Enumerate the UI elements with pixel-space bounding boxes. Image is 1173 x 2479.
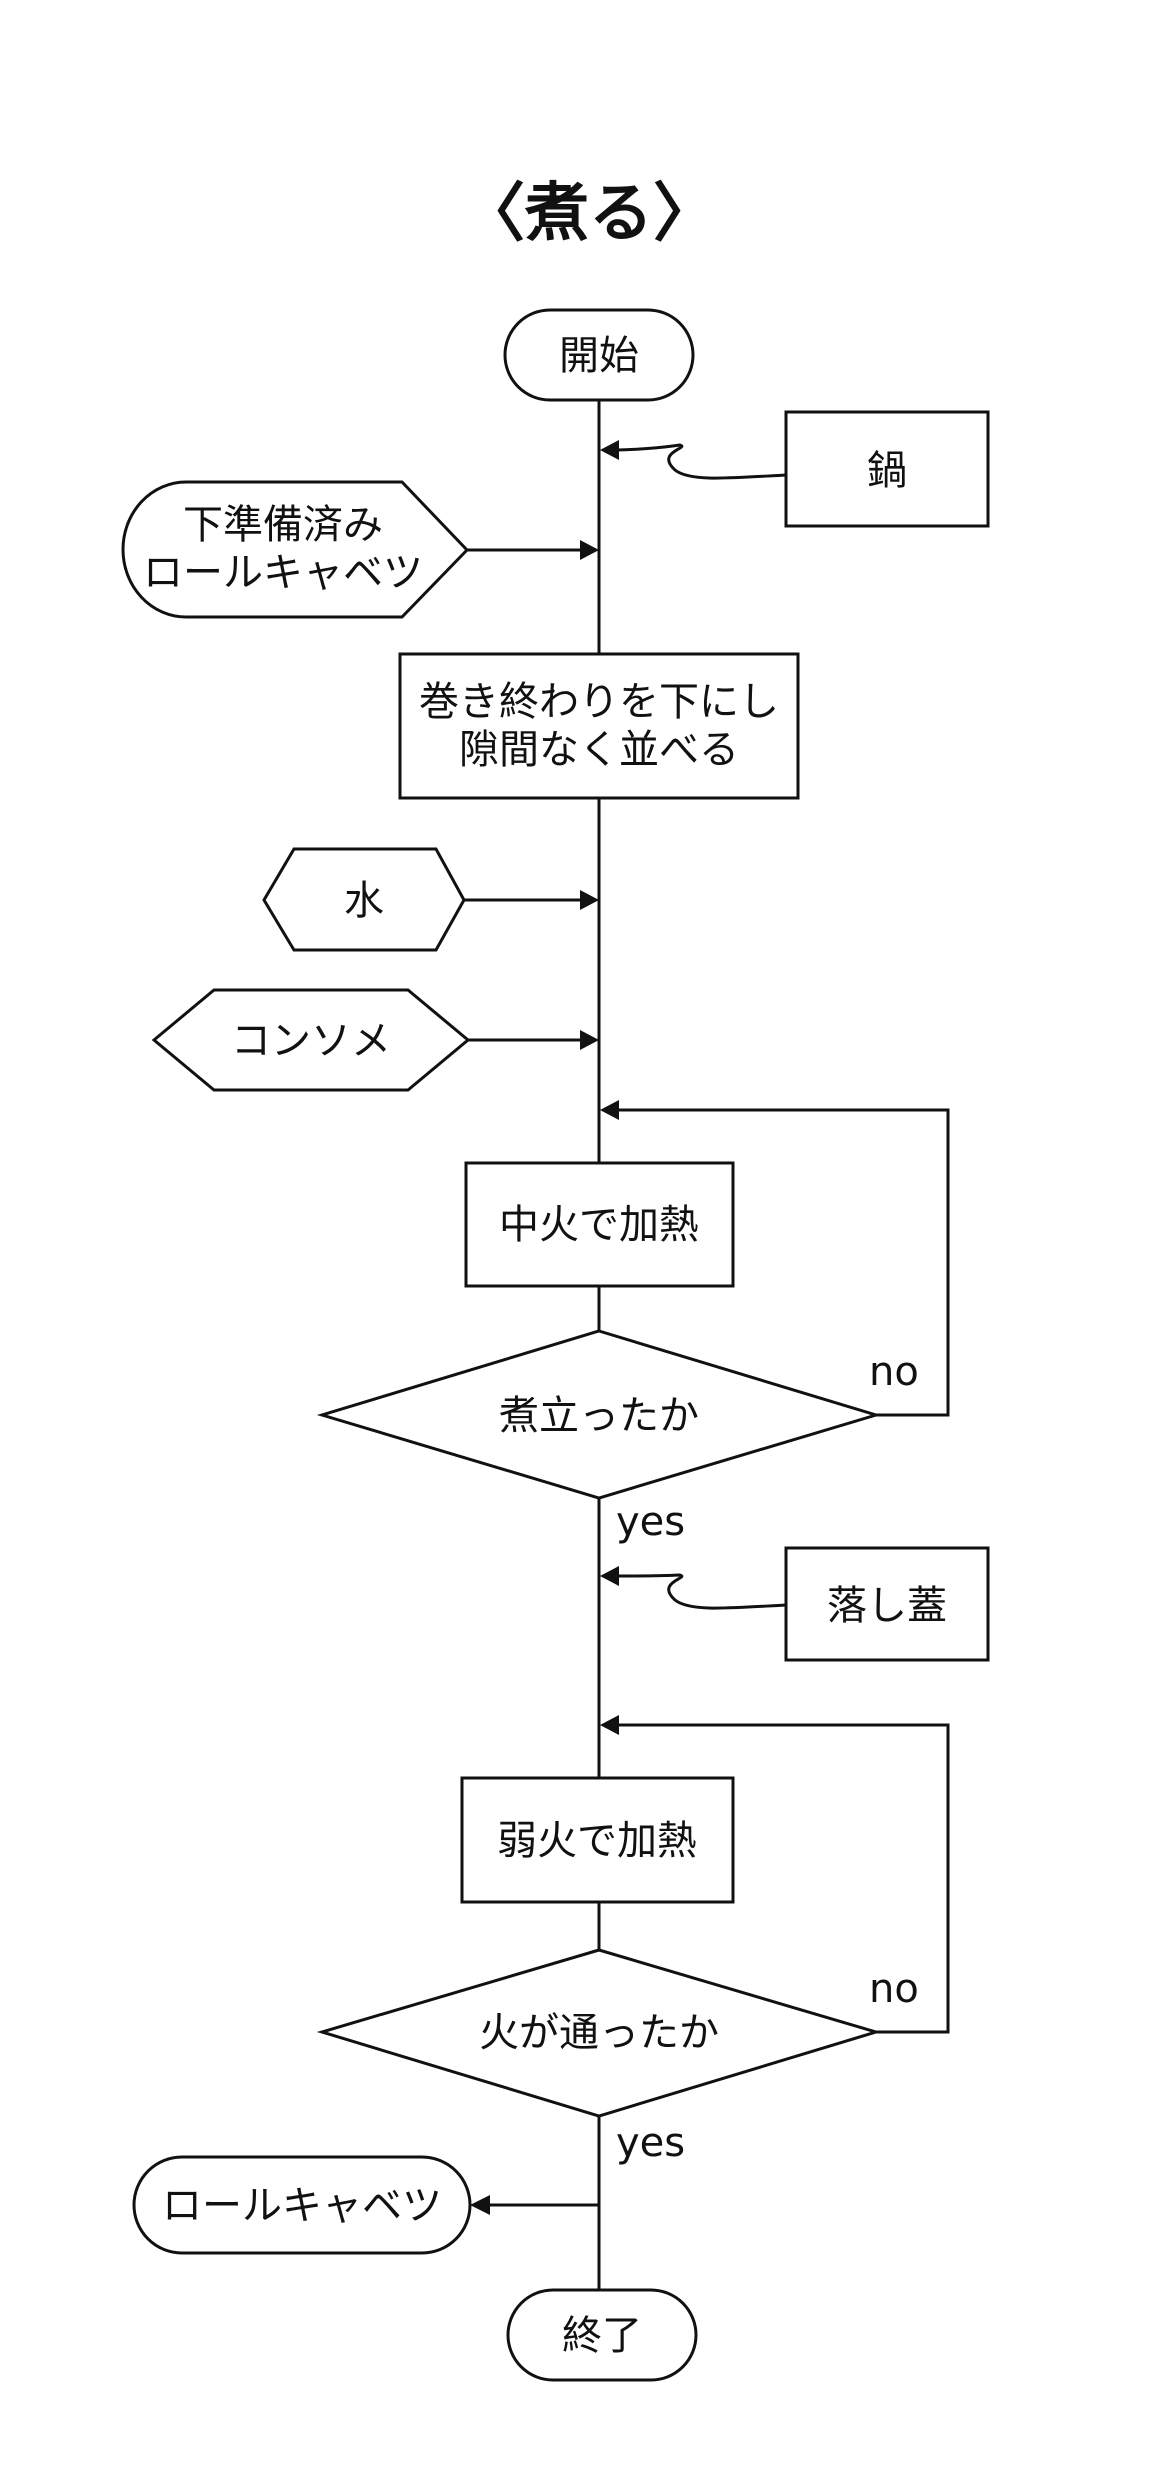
start-terminal [503, 308, 695, 402]
consomme-arrowhead [580, 1030, 599, 1050]
cooked-no-label: no [869, 1966, 919, 2012]
prepared-cabbage-label-line1: 下準備済み [183, 502, 383, 548]
boiled-no-label: no [869, 1349, 919, 1395]
boiled-no-loop [617, 1108, 950, 1417]
boiled-loop-arrowhead [600, 1100, 619, 1120]
cooked-loop-arrowhead [600, 1715, 619, 1735]
drop-lid-arrowhead [600, 1566, 619, 1586]
pot-label: 鍋 [867, 448, 907, 494]
boiled-decision-label: 煮立ったか [499, 1393, 699, 1439]
drop-lid-label: 落し蓋 [827, 1583, 947, 1629]
cooked-yes-label: yes [616, 2120, 685, 2166]
water-label: 水 [344, 878, 384, 924]
prepared-cabbage-arrowhead [580, 540, 599, 560]
pot-arrowhead [600, 440, 619, 460]
low-heat-label: 弱火で加熱 [497, 1818, 697, 1864]
water-arrowhead [580, 890, 599, 910]
prepared-cabbage-display [121, 480, 470, 619]
medium-heat-process [464, 1161, 735, 1288]
drop-lid-box [784, 1546, 990, 1662]
end-label: 終了 [562, 2313, 642, 2359]
start-label: 開始 [559, 333, 639, 379]
output-arrowhead [470, 2195, 490, 2215]
low-heat-process [460, 1776, 735, 1904]
boiled-decision [316, 1329, 882, 1500]
arrange-label-line2: 隙間なく並べる [459, 727, 739, 773]
page-title: 〈煮る〉 [461, 177, 717, 251]
drop-lid-wavy-connector [616, 1573, 787, 1610]
cooked-no-loop [617, 1723, 950, 2034]
arrange-process [398, 652, 800, 800]
output-cabbage-terminal [132, 2155, 472, 2255]
pot-box [784, 410, 990, 528]
cooked-decision-label: 火が通ったか [479, 2010, 719, 2056]
pot-wavy-connector [616, 443, 787, 480]
medium-heat-label: 中火で加熱 [499, 1202, 699, 1248]
prepared-cabbage-label-line2: ロールキャベツ [143, 550, 423, 596]
cooked-decision [316, 1948, 882, 2118]
output-cabbage-label: ロールキャベツ [162, 2183, 442, 2229]
arrange-label-line1: 巻き終わりを下にし [419, 679, 779, 725]
boiled-yes-label: yes [616, 1499, 685, 1545]
end-terminal [506, 2288, 698, 2382]
consomme-label: コンソメ [231, 1018, 391, 1064]
